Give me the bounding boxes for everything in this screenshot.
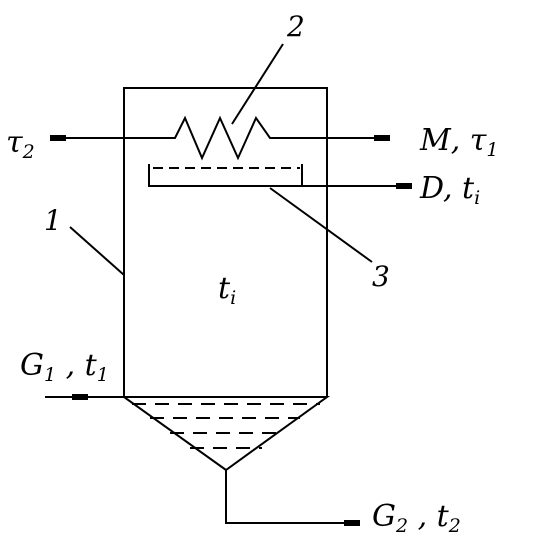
arrow-product-out (344, 520, 360, 526)
label-vessel-temperature: ti (218, 271, 236, 309)
label-part-1: 1 (44, 204, 62, 237)
label-G1-t1: G1 , t1 (20, 348, 109, 386)
arrow-feed-in (72, 394, 88, 400)
leader-line-3 (269, 187, 373, 263)
separator-tray (148, 164, 303, 187)
product-outlet-line (225, 470, 350, 524)
liquid-level (132, 403, 320, 449)
label-D-ti: D, ti (419, 171, 480, 209)
heater-coil (54, 115, 382, 161)
label-M-tau1: M, τ1 (419, 123, 498, 161)
arrow-steam-in (374, 135, 390, 141)
leader-line-1 (69, 226, 125, 276)
leader-line-2 (231, 43, 284, 125)
arrow-vapor-out (396, 183, 412, 189)
label-part-2: 2 (286, 10, 305, 43)
arrow-steam-out (50, 135, 66, 141)
label-part-3: 3 (372, 260, 390, 293)
label-G2-t2: G2 , t2 (372, 499, 461, 537)
label-tau2: τ2 (6, 125, 35, 163)
vessel-outline (123, 87, 328, 397)
